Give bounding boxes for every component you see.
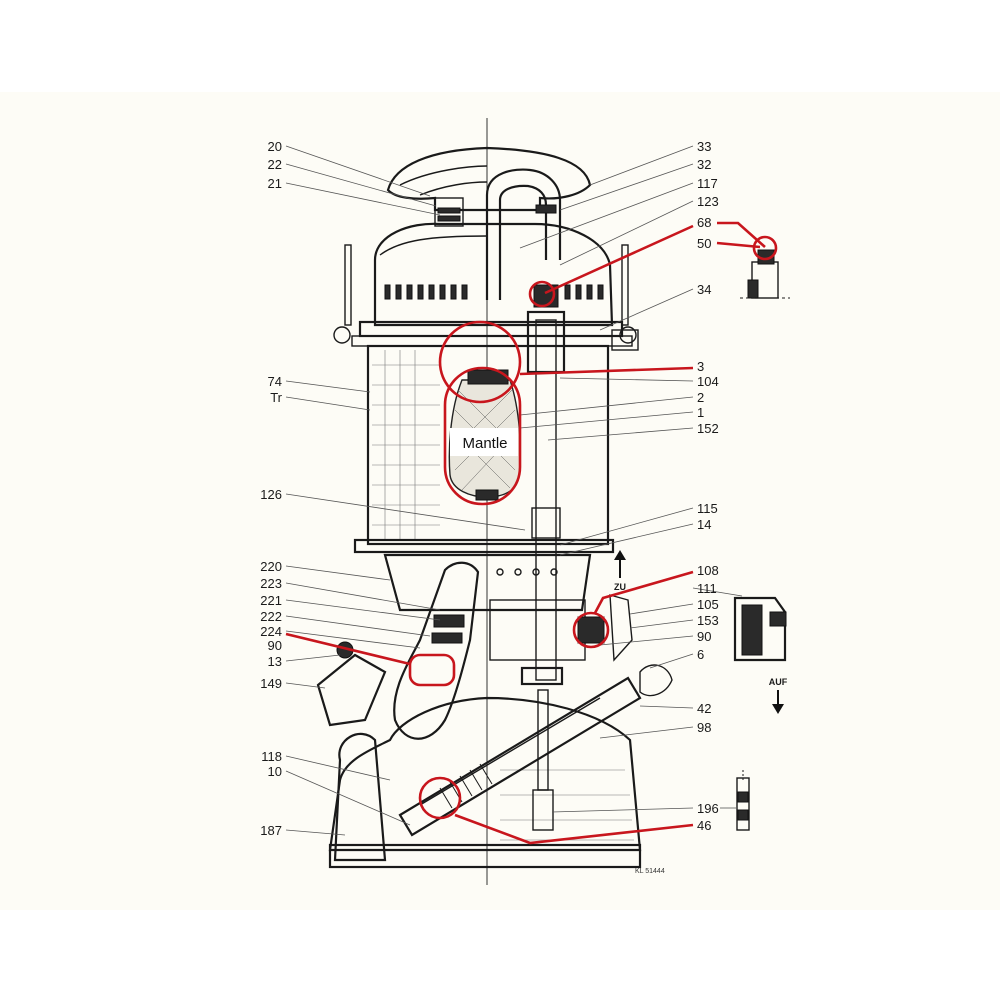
fount-base: [328, 843, 642, 869]
part-label: 74: [268, 374, 282, 389]
part-label: 108: [697, 563, 719, 578]
part-label: 220: [260, 559, 282, 574]
gallery-holes: [496, 568, 558, 576]
detail-inset-top: [740, 249, 790, 299]
part-label: 6: [697, 647, 704, 662]
part-label: 111: [697, 581, 717, 596]
part-label: 13: [268, 654, 282, 669]
highlight-3-line: [519, 366, 694, 376]
preheat-handle: [316, 653, 387, 727]
check-valve: [532, 789, 554, 831]
pump-tube: [398, 664, 673, 837]
lantern-illustration: [316, 146, 790, 869]
part-label: 118: [261, 749, 282, 764]
vaporizer-tube: [535, 319, 557, 681]
part-label: 224: [260, 624, 282, 639]
left-part-labels: 20 22 21 74 Tr 126 220 223 221 222 224 9…: [260, 139, 282, 838]
left-rod: [344, 244, 352, 326]
highlight-108-line: [593, 570, 694, 614]
highlight-90-band: [408, 653, 456, 687]
red-highlights: [285, 221, 778, 845]
filler-neck: [333, 732, 387, 862]
hood-stem: [434, 197, 464, 227]
part-label: 153: [697, 613, 719, 628]
highlight-68-line: [717, 221, 766, 248]
part-label: 152: [697, 421, 719, 436]
signature: KL 51444: [635, 868, 665, 875]
highlight-46-circle: [418, 776, 462, 820]
part-label: 34: [697, 282, 711, 297]
part-label: 3: [697, 359, 704, 374]
highlight-vaporizer-nut-circle: [528, 280, 556, 308]
part-label: 90: [697, 629, 711, 644]
leader-lines: [285, 145, 743, 836]
lower-rod: [537, 689, 549, 791]
ventilator-dome: [373, 222, 614, 327]
detail-inset-right: [733, 596, 787, 662]
highlight-3-circle: [438, 320, 522, 404]
part-label: 90: [268, 638, 282, 653]
part-label: 14: [697, 517, 711, 532]
direction-auf: AUF: [769, 677, 788, 714]
highlight-68-pointer: [544, 224, 694, 295]
vent-slots: [384, 284, 604, 300]
hood: [386, 146, 592, 212]
pump-spring: [439, 763, 493, 809]
highlight-46-line: [454, 813, 694, 845]
part-label: 196: [697, 801, 719, 816]
part-label: 20: [268, 139, 282, 154]
right-rod: [621, 244, 629, 326]
preheater: [393, 561, 480, 740]
part-label: 68: [697, 215, 711, 230]
part-label: Tr: [270, 390, 282, 405]
part-label: 98: [697, 720, 711, 735]
zu-label: ZU: [614, 582, 626, 592]
mantle-label-bg: [450, 428, 518, 456]
part-label: 33: [697, 139, 711, 154]
part-label: 123: [697, 194, 719, 209]
part-label: 1: [697, 405, 704, 420]
part-label: 21: [268, 176, 282, 191]
detail-inset-valve: [577, 594, 633, 662]
detail-inset-bottom: [736, 770, 750, 831]
part-label: 42: [697, 701, 711, 716]
part-label: 149: [260, 676, 282, 691]
part-label: 117: [697, 176, 718, 191]
part-label: 221: [260, 593, 282, 608]
highlight-108-circle: [572, 611, 610, 649]
part-label: 222: [260, 609, 282, 624]
direction-zu: ZU: [614, 550, 626, 592]
highlight-mantle-outline: [443, 366, 522, 506]
part-label: 2: [697, 390, 704, 405]
part-label: 10: [268, 764, 282, 779]
highlight-90-line: [285, 632, 411, 666]
glass-globe: [366, 344, 610, 546]
gallery: [383, 553, 592, 612]
part-label: 50: [697, 236, 711, 251]
globe-hatching: [372, 350, 440, 540]
part-label: 22: [268, 157, 282, 172]
part-label: 104: [697, 374, 719, 389]
part-label: 223: [260, 576, 282, 591]
highlight-50-inset-circle: [752, 235, 778, 261]
part-label: 105: [697, 597, 719, 612]
u-tube: [485, 168, 562, 300]
part-label: 126: [260, 487, 282, 502]
part-label: 115: [697, 501, 718, 516]
right-part-labels: 33 32 117 123 68 50 34 3 104 2 1 152 115…: [697, 139, 719, 833]
part-label: 46: [697, 818, 711, 833]
mantle-callout-label: Mantle: [462, 435, 507, 452]
fount-shading: [500, 769, 634, 841]
part-label: 32: [697, 157, 711, 172]
part-label: 187: [260, 823, 282, 838]
lower-collar: [353, 538, 615, 554]
auf-label: AUF: [769, 677, 788, 687]
